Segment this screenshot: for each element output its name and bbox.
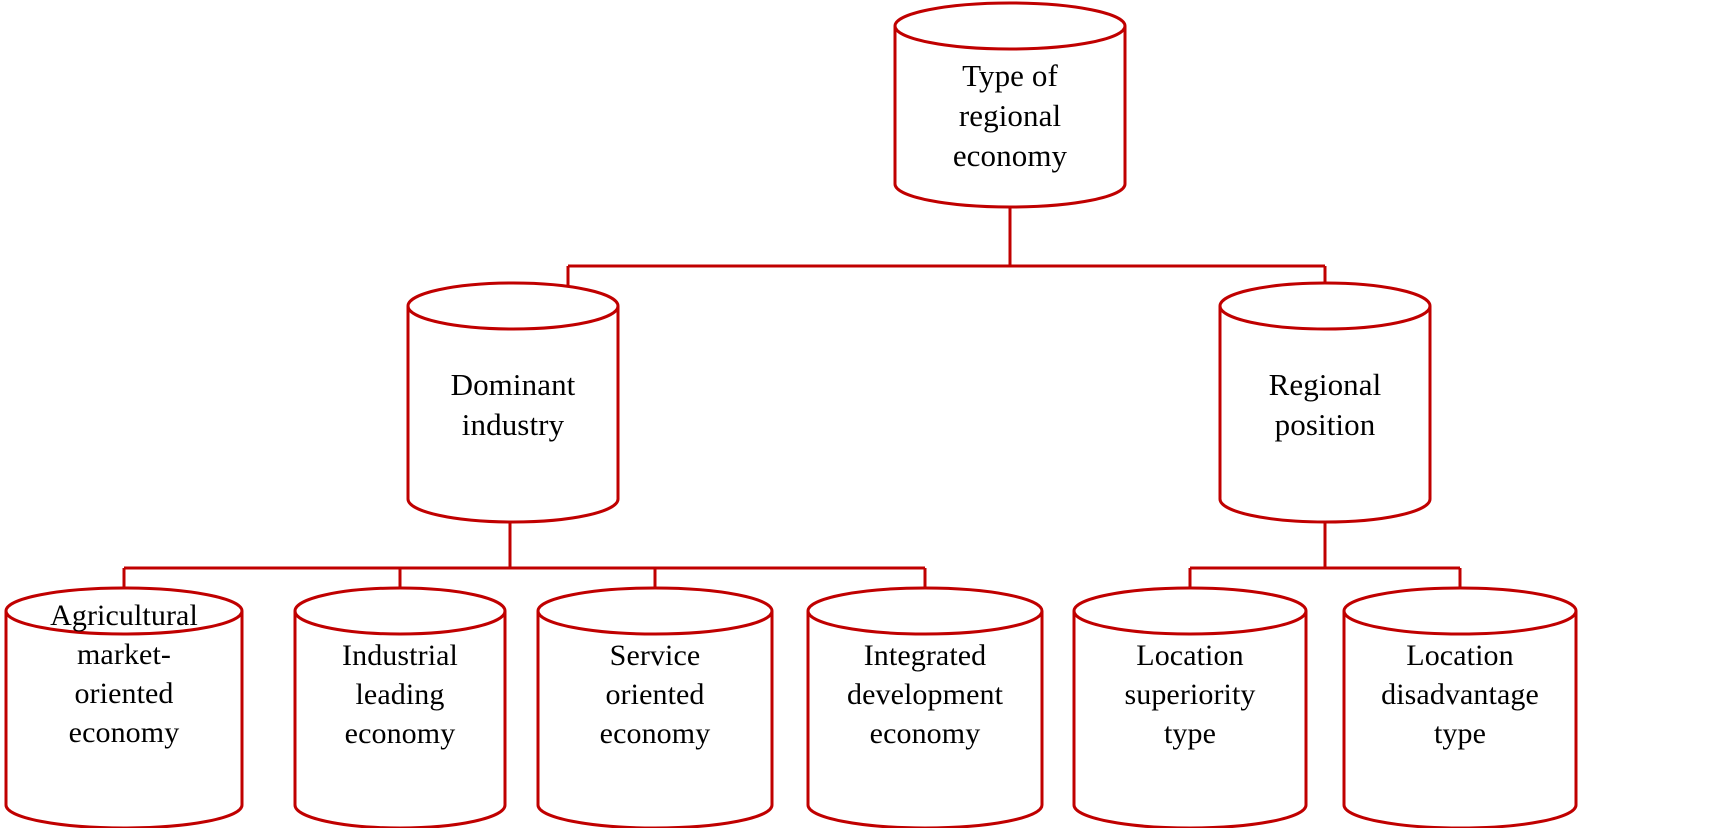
node-integrated-development-economy[interactable] bbox=[806, 586, 1044, 828]
node-industrial-leading-economy[interactable] bbox=[293, 586, 507, 828]
node-type-of-regional-economy[interactable] bbox=[893, 1, 1127, 209]
node-location-superiority-type[interactable] bbox=[1072, 586, 1308, 828]
node-dominant-industry[interactable] bbox=[406, 281, 620, 524]
node-agricultural-market-oriented-economy[interactable] bbox=[4, 586, 244, 828]
node-location-disadvantage-type[interactable] bbox=[1342, 586, 1578, 828]
node-service-oriented-economy[interactable] bbox=[536, 586, 774, 828]
node-regional-position[interactable] bbox=[1218, 281, 1432, 524]
